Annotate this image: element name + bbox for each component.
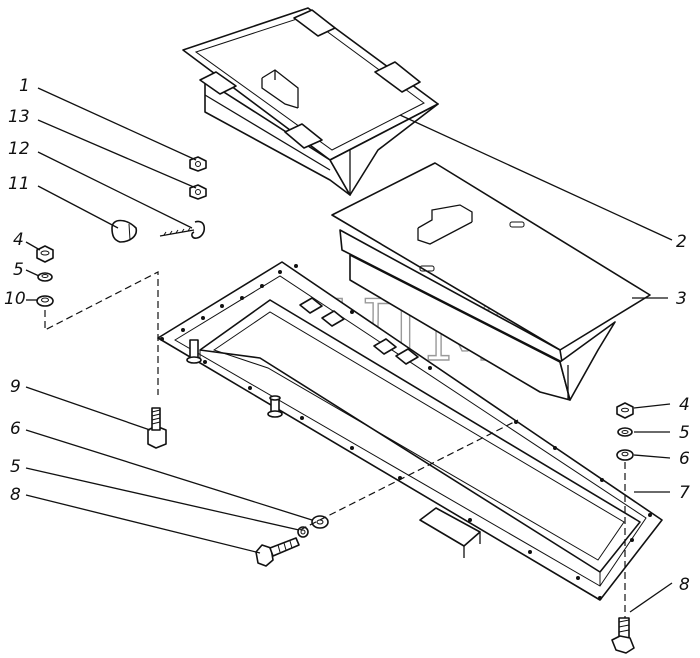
leader-lines [25,87,673,613]
part-12-hook-screw [159,220,206,239]
label-5: 5 [10,457,21,477]
label-2: 2 [676,232,687,252]
label-9: 9 [10,377,21,397]
part-6-washer-right [616,449,634,461]
part-3-lid [331,162,651,401]
part-1-nut [189,156,207,172]
part-4-nut-left [36,245,54,263]
label-13: 13 [8,107,30,127]
part-4-nut-right [616,402,634,419]
part-number-labels: 1 13 12 11 4 5 10 9 6 5 8 2 3 4 5 6 7 8 [4,76,690,595]
part-2-frame-tray [182,7,439,196]
label-4: 4 [13,230,24,250]
assembly-line-left [44,271,159,395]
label-12: 12 [8,139,30,159]
label-5: 5 [13,260,24,280]
label-6: 6 [679,449,690,469]
stud-center [267,395,283,418]
label-11: 11 [8,174,30,194]
part-9-bolt [147,407,167,449]
label-1: 1 [19,76,30,96]
label-8: 8 [10,485,21,505]
label-7: 7 [679,483,690,503]
label-5: 5 [679,423,690,443]
part-6-washer-lower [311,515,329,529]
assembly-line-center [299,419,519,531]
part-10-washer [36,295,54,307]
label-8: 8 [679,575,690,595]
part-13-nut [189,184,207,200]
part-8-bolt-lower-right [611,617,635,654]
part-11-cap [111,219,138,243]
label-6: 6 [10,419,21,439]
part-5-washer-left [37,272,53,282]
label-10: 10 [4,289,26,309]
label-4: 4 [679,395,690,415]
stud-left [186,339,202,364]
part-5-washer-right [617,427,633,437]
part-8-bolt-lower-left [255,537,300,567]
label-3: 3 [676,289,687,309]
part-7-base-plate [157,261,663,601]
